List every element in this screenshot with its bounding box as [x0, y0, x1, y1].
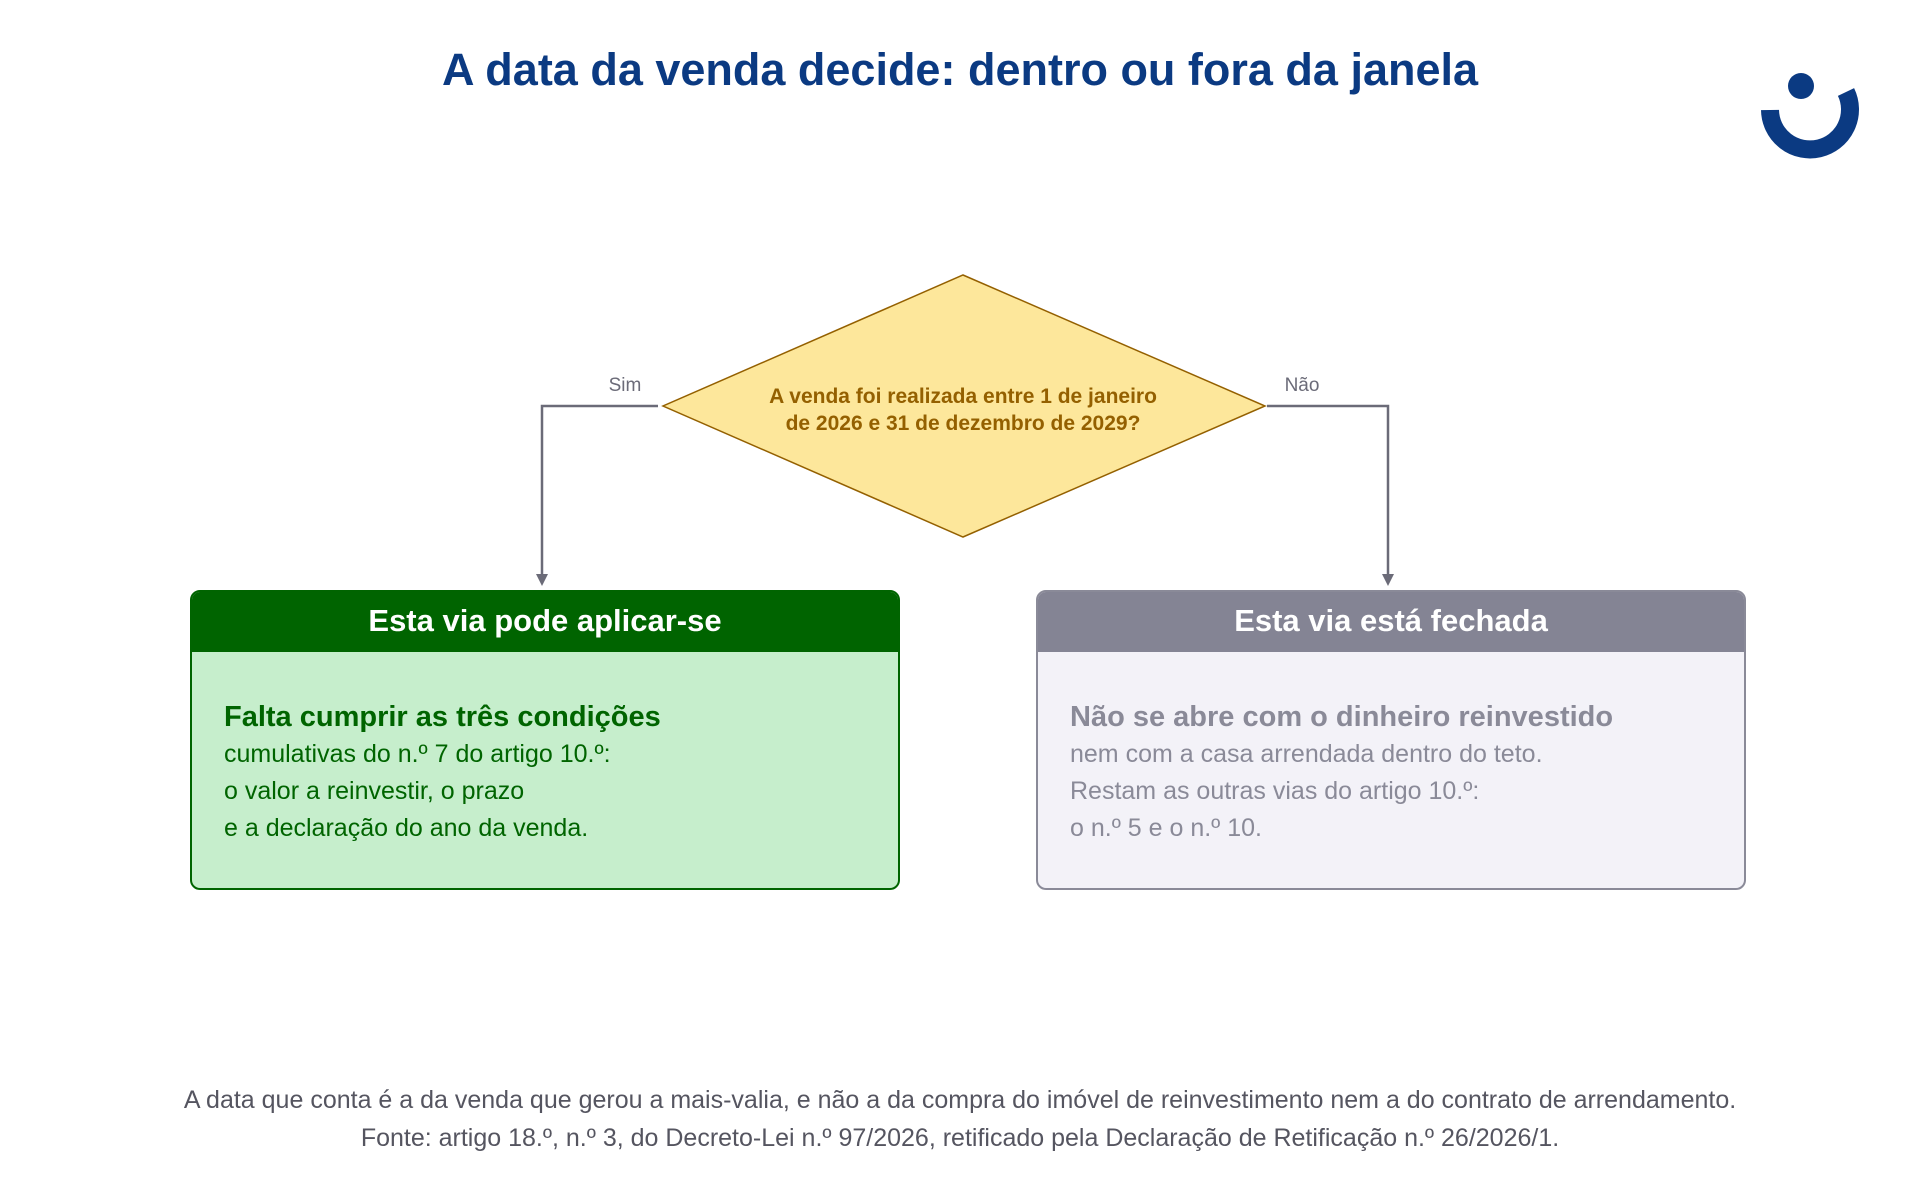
no-branch-label: Não	[1285, 375, 1320, 396]
footer-note: A data que conta é a da venda que gerou …	[183, 1086, 1737, 1114]
outcome-box-applies-line: cumulativas do n.º 7 do artigo 10.º:	[224, 740, 611, 768]
decision-question-line-1: A venda foi realizada entre 1 de janeiro	[769, 385, 1157, 408]
no-connector	[1267, 404, 1394, 586]
decision-diamond	[661, 274, 1267, 538]
outcome-box-closed-lead: Não se abre com o dinheiro reinvestido	[1070, 701, 1614, 733]
brand-logo-icon	[1760, 68, 1860, 177]
outcome-box-applies-lead: Falta cumprir as três condições	[224, 701, 661, 733]
outcome-box-closed-header: Esta via está fechada	[1038, 592, 1744, 652]
outcome-box-closed-line: nem com a casa arrendada dentro do teto.	[1070, 740, 1543, 768]
footer-source: Fonte: artigo 18.º, n.º 3, do Decreto-Le…	[360, 1124, 1560, 1152]
outcome-box-applies: Esta via pode aplicar-se Falta cumprir a…	[190, 590, 900, 890]
outcome-box-closed-body: Não se abre com o dinheiro reinvestido n…	[1038, 652, 1744, 847]
page-title: A data da venda decide: dentro ou fora d…	[441, 44, 1479, 95]
decision-question-line-2: de 2026 e 31 de dezembro de 2029?	[786, 412, 1141, 435]
yes-connector	[536, 404, 658, 586]
outcome-box-closed-line: Restam as outras vias do artigo 10.º:	[1070, 777, 1480, 805]
outcome-box-closed: Esta via está fechada Não se abre com o …	[1036, 590, 1746, 890]
outcome-box-closed-line: o n.º 5 e o n.º 10.	[1070, 814, 1263, 842]
yes-branch-label: Sim	[609, 375, 642, 396]
outcome-box-applies-line: o valor a reinvestir, o prazo	[224, 777, 525, 805]
outcome-box-applies-header: Esta via pode aplicar-se	[192, 592, 898, 652]
outcome-box-applies-body: Falta cumprir as três condições cumulati…	[192, 652, 898, 847]
outcome-box-applies-line: e a declaração do ano da venda.	[224, 814, 589, 842]
